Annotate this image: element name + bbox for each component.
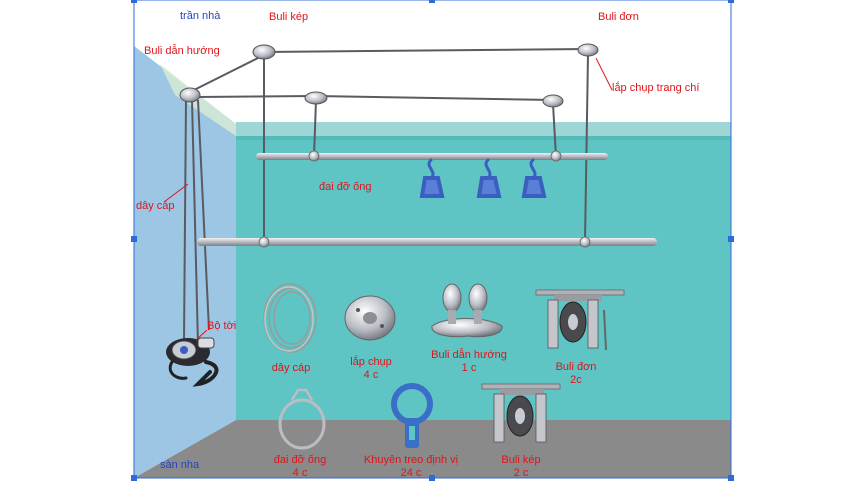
double-pulley-ceiling-2 [304,91,328,105]
part-label-guide-pulley: Buli dẫn hướng 1 c [431,349,507,375]
winch-label: Bộ tời [207,320,237,332]
part-qty: 1 c [461,362,477,374]
main-cap-label: lắp chụp trang chí [612,82,700,94]
part-cable-coil [263,283,317,353]
part-name: Khuyên treo định vị [363,454,459,466]
resize-handle-left[interactable] [131,236,137,242]
ceiling-label: trần nhà [180,10,221,22]
part-label-cap: lắp chụp 4 c [350,356,392,382]
part-hanger-ring [391,383,433,448]
part-label-cable: dây cáp [272,362,311,375]
resize-handle-top[interactable] [429,0,435,3]
part-name: Buli kép [501,454,541,466]
cable-label: dây cáp [136,200,175,212]
back-wall [236,136,731,420]
part-ceiling-cap [344,295,396,341]
single-pulley-ceiling [577,43,599,57]
part-guide-pulley [431,283,503,338]
pipe-brackets [258,150,591,248]
winch-device [166,337,219,387]
part-label-single-pulley: Buli đơn 2c [556,361,597,387]
floor-label: sàn nha [160,459,200,471]
resize-handle-bottom-right[interactable] [728,475,734,481]
ceiling-pulleys [179,43,599,108]
pointer-lines [163,57,613,341]
resize-handle-top-left[interactable] [131,0,137,3]
part-name: Buli dẫn hướng [431,349,507,361]
guide-pulley-ceiling [179,87,201,103]
part-qty: 4 c [363,369,379,381]
resize-handle-bottom[interactable] [429,475,435,481]
part-qty: 24 c [400,467,422,479]
upper-drying-pipe [256,153,608,160]
resize-handle-right[interactable] [728,236,734,242]
ceiling-cables [183,48,589,346]
part-label-hanger-ring: Khuyên treo định vị 24 c [364,454,458,480]
part-name: Buli đơn [555,361,597,373]
part-name: lắp chụp [350,356,392,368]
part-double-pulley [481,383,561,443]
clothes-hangers [419,158,547,198]
resize-handle-top-right[interactable] [728,0,734,3]
part-qty: 4 c [292,467,308,479]
resize-handle-bottom-left[interactable] [131,475,137,481]
single-pulley-label: Buli đơn [598,11,639,23]
guide-pulley-label: Buli dẫn hướng [144,45,220,57]
part-pipe-bracket [278,388,326,450]
double-pulley-label: Buli kép [269,11,309,23]
part-name: đai đỡ ống [273,454,327,466]
part-name: dây cáp [271,362,311,374]
lower-drying-pipe [197,238,657,246]
ceiling-edge [236,122,731,140]
single-pulley-ceiling-2 [542,94,564,108]
part-qty: 2c [570,374,582,386]
part-single-pulley [535,289,625,351]
pipe-bracket-label: đai đỡ ống [319,181,372,193]
part-label-double-pulley: Buli kép 2 c [501,454,540,480]
double-pulley-ceiling [252,44,276,60]
part-label-pipe-bracket: đai đỡ ống 4 c [274,454,326,480]
part-qty: 2 c [513,467,529,479]
